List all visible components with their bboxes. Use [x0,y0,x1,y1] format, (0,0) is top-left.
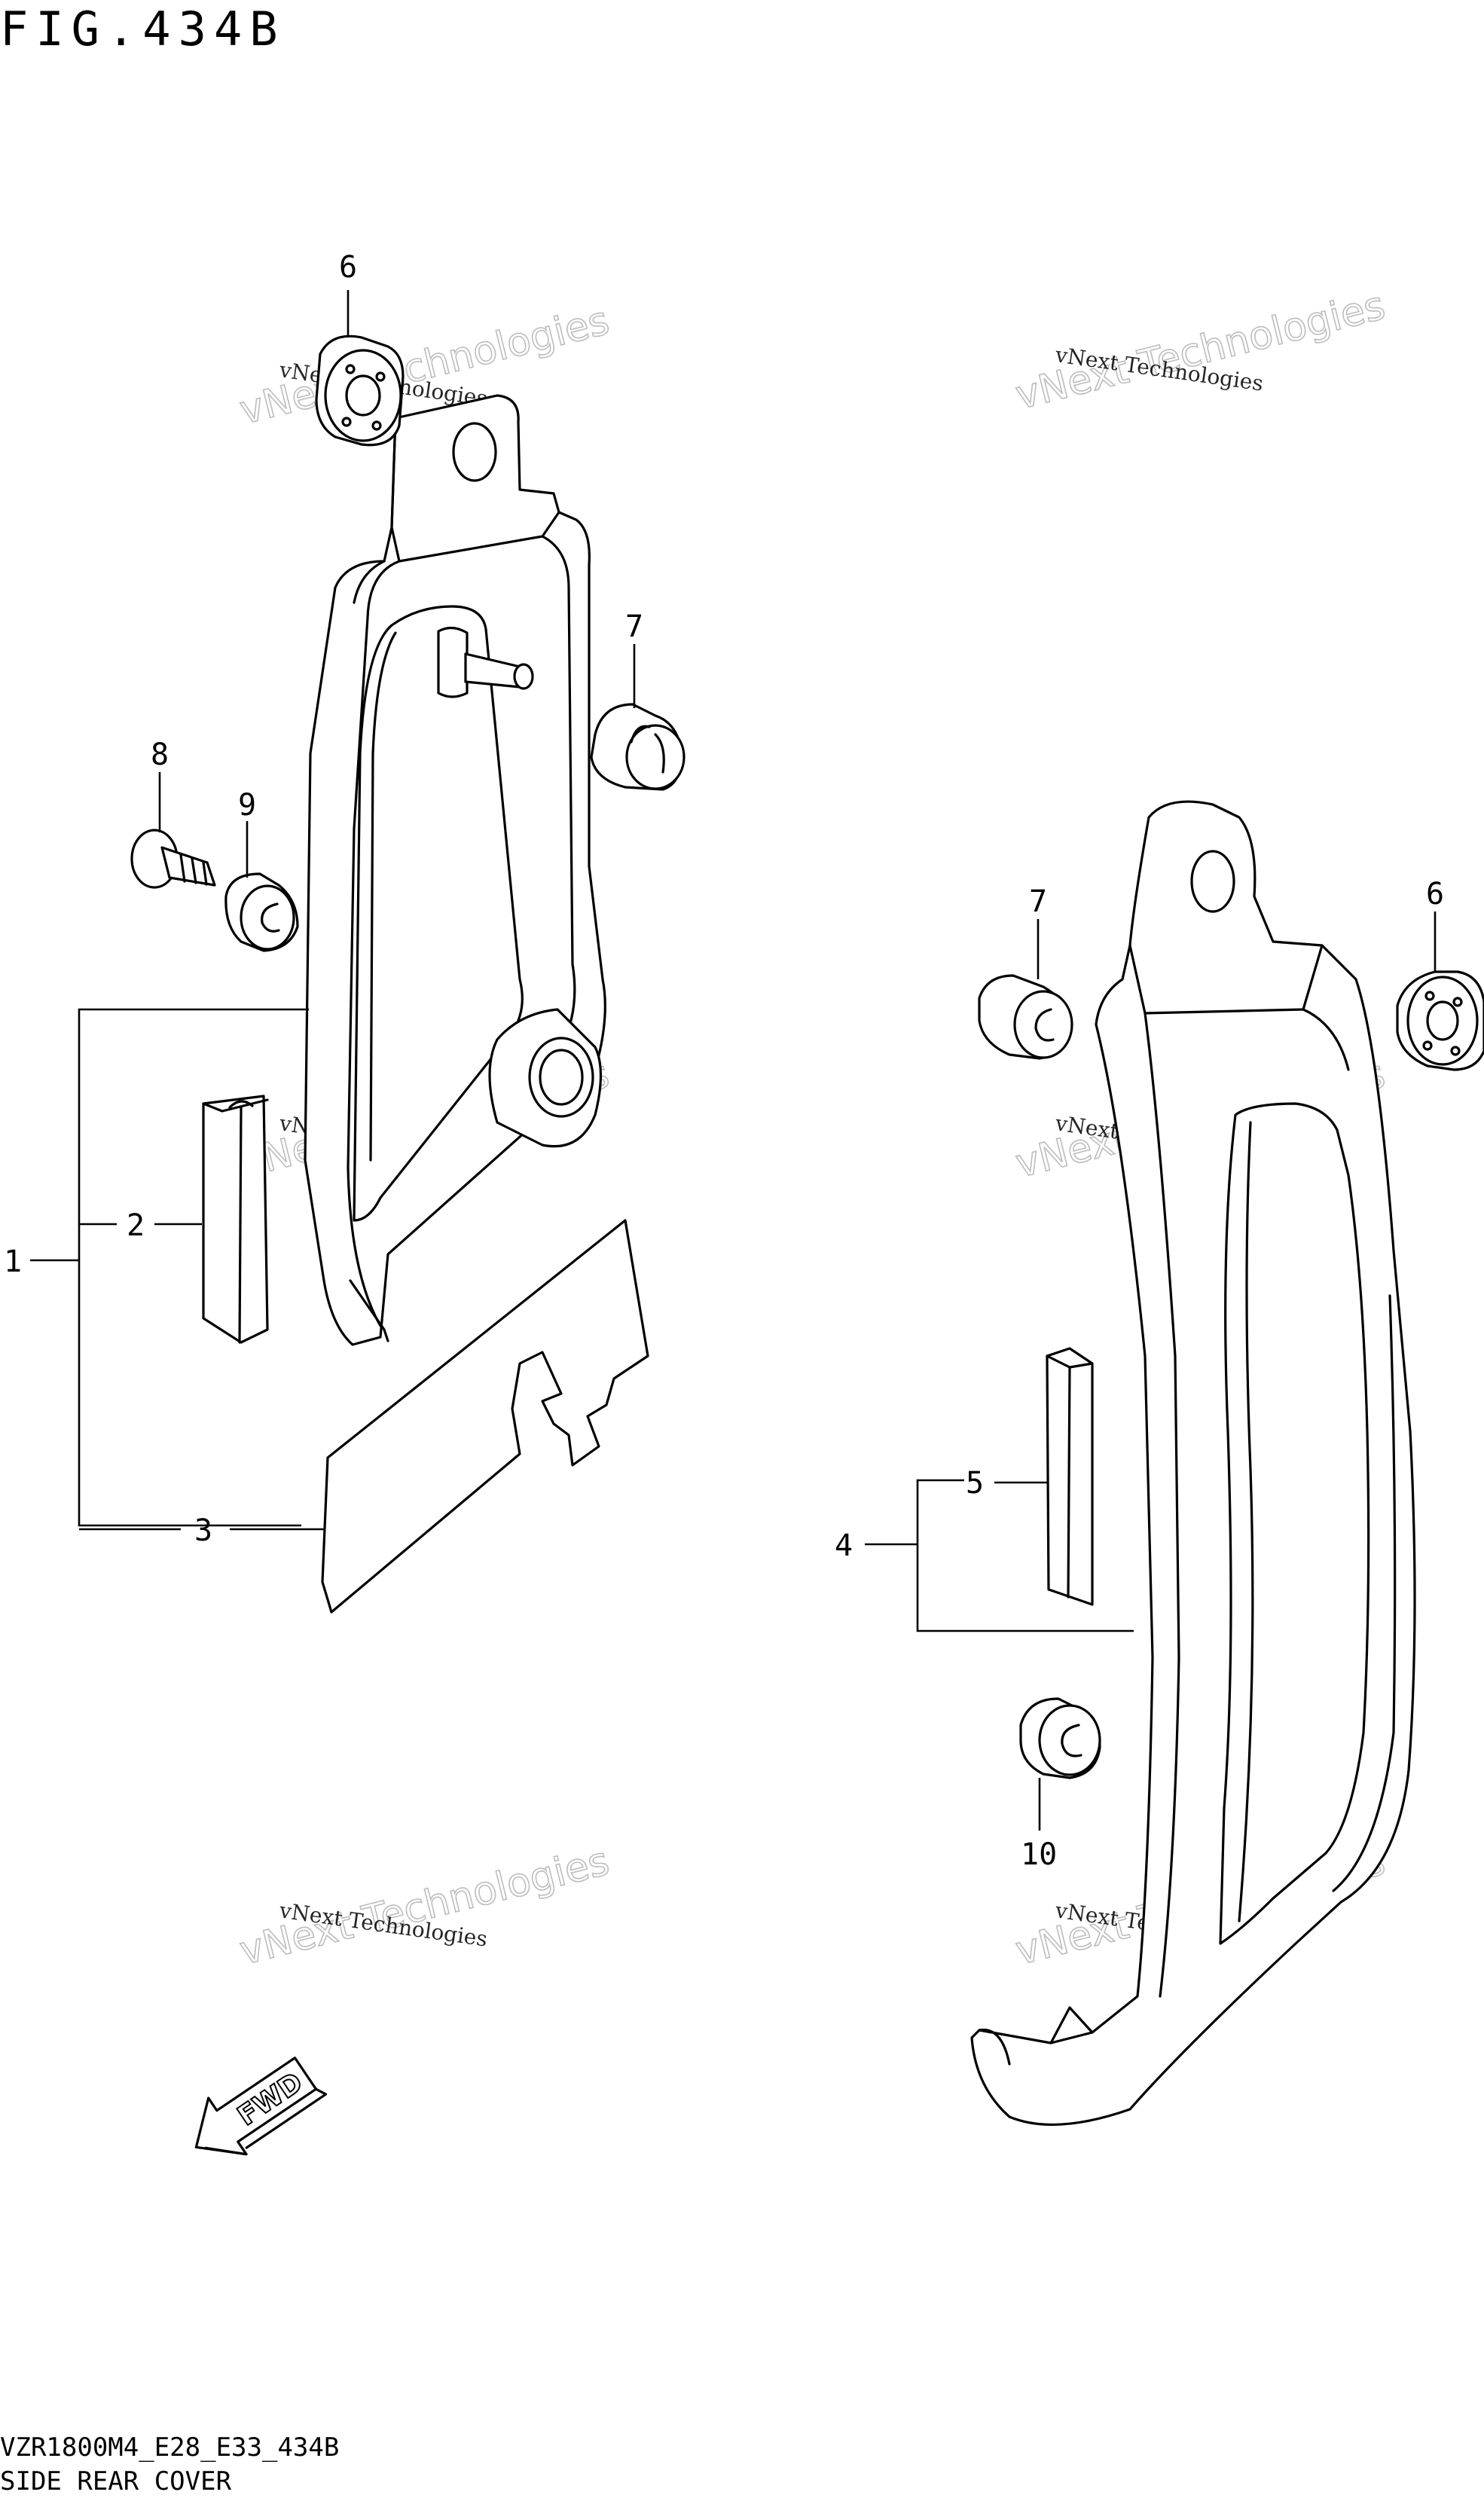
callout-6-left: 6 [339,250,357,285]
left-grommet [590,703,686,791]
callout-9: 9 [238,788,256,823]
left-trim-strip [202,1095,269,1344]
right-collar [1019,1697,1101,1779]
callout-7-left: 7 [625,609,643,644]
callout-8: 8 [151,737,169,772]
watermark: vNext Technologies vNext Technologies [1011,282,1391,419]
figure-caption: SIDE REAR COVER [0,2466,232,2496]
callout-6-right: 6 [1426,877,1444,912]
fwd-arrow-icon: FWD [194,2057,328,2156]
figure-title: FIG.434B [0,2,286,56]
callout-1: 1 [4,1244,22,1279]
right-side-cover [970,800,1416,2126]
callout-5: 5 [966,1466,984,1501]
callout-2: 2 [127,1208,145,1243]
callout-7-right: 7 [1029,884,1047,919]
right-leader-lines [865,912,1437,1831]
model-code: VZR1800M4_E28_E33_434B [0,2432,339,2463]
left-leader-lines [30,290,636,1531]
left-rubber-damper [315,334,405,447]
left-gasket-sheet [321,1219,649,1614]
right-rubber-damper [1396,970,1484,1071]
left-side-cover [304,394,606,1346]
left-bolt [130,829,216,889]
callout-4: 4 [835,1528,853,1563]
callout-labels: 6 7 8 9 1 2 3 6 7 5 4 10 [4,250,1444,1872]
right-trim-strip [1046,1347,1094,1606]
watermark: vNext Technologies vNext Technologies [235,1838,615,1974]
callout-3: 3 [194,1513,212,1548]
callout-10: 10 [1021,1837,1057,1872]
left-collar [224,872,299,952]
right-grommet [978,974,1073,1060]
